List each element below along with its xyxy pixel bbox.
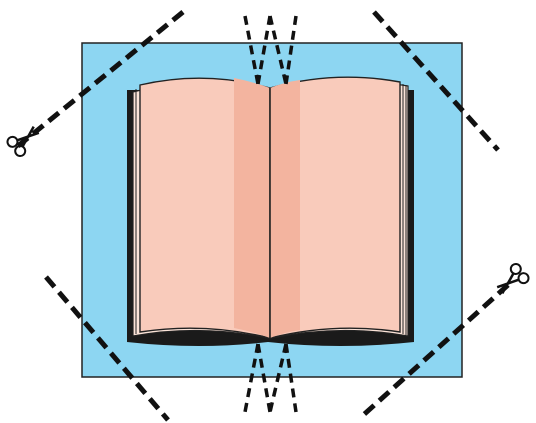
left-page-shadow xyxy=(234,78,270,338)
open-book xyxy=(127,77,414,346)
right-page-shadow xyxy=(270,80,300,338)
